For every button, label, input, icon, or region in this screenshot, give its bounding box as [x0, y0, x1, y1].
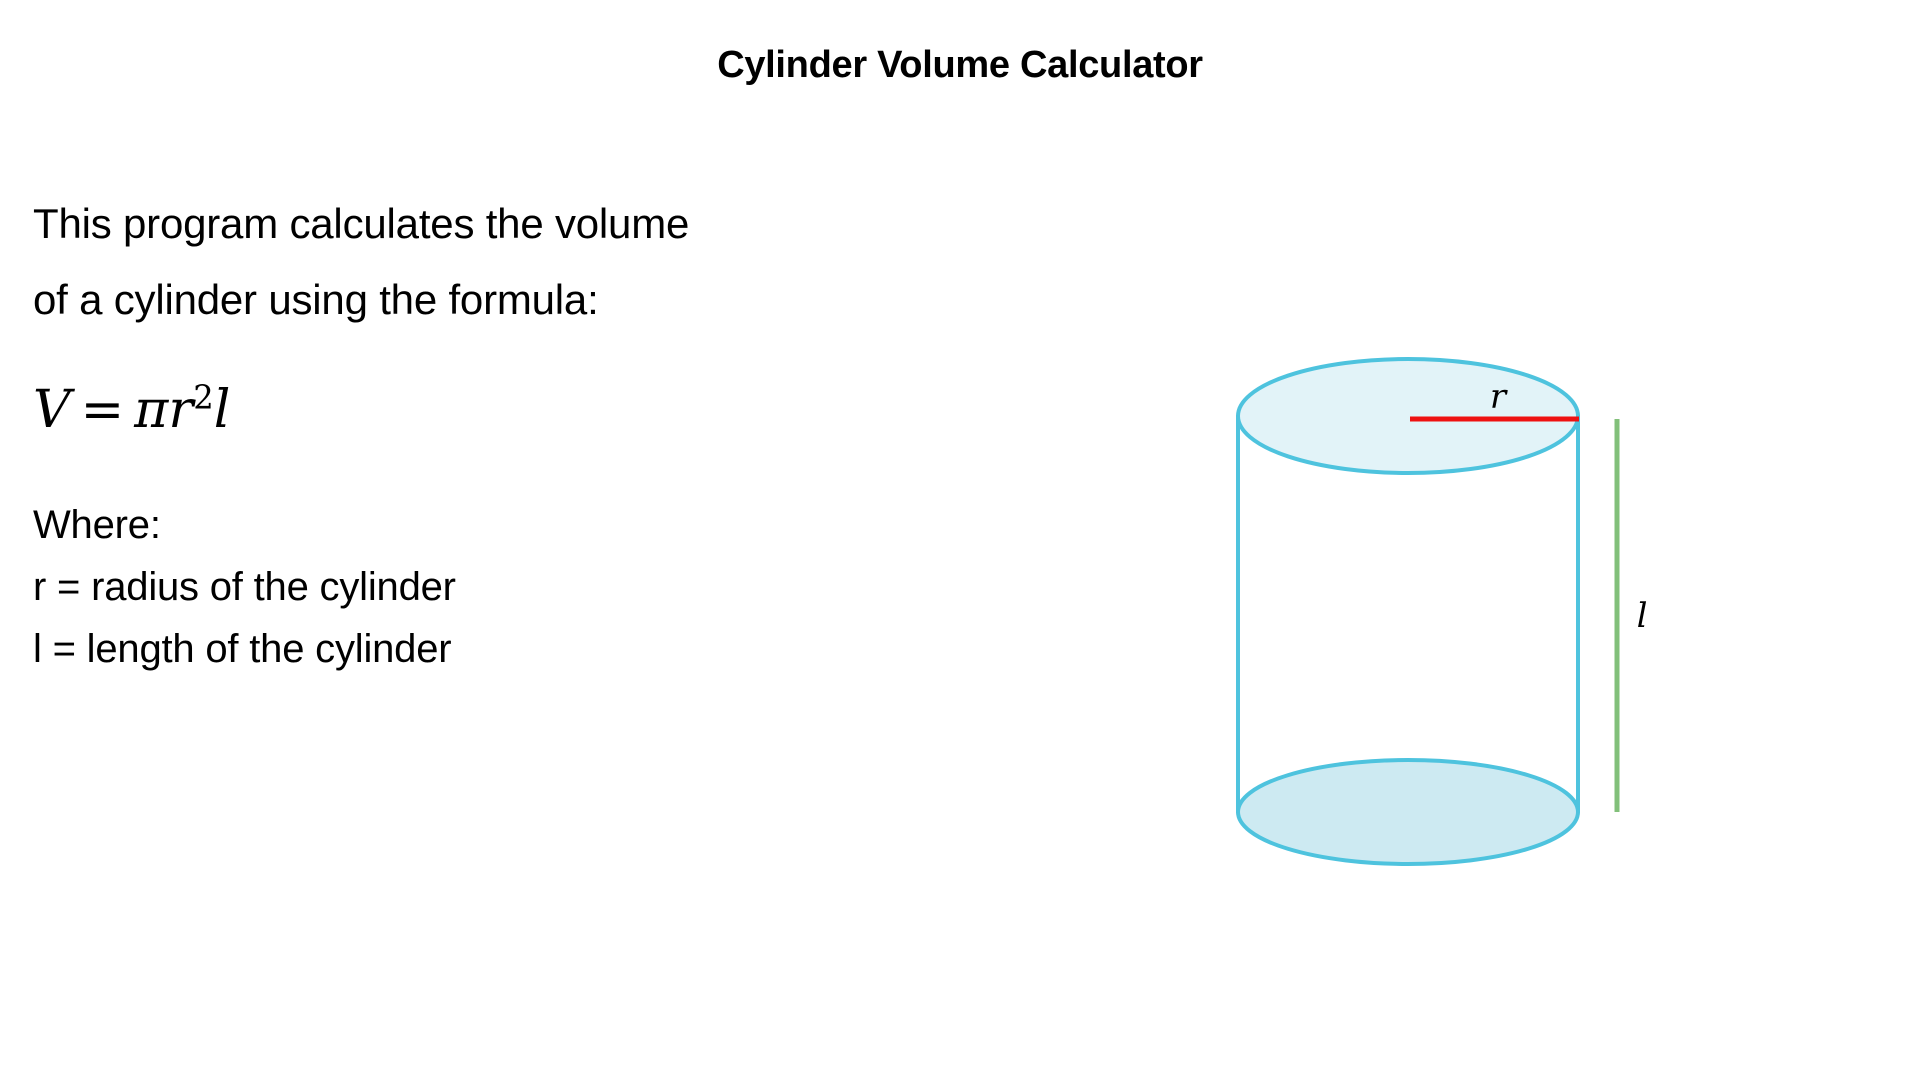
formula-block: V=πr2l — [33, 380, 230, 452]
formula-equals-sign: = — [80, 380, 125, 440]
formula-variable-v: V — [33, 380, 71, 440]
cylinder-diagram: r l — [1180, 330, 1740, 900]
length-label: l — [1637, 596, 1648, 636]
description-block: This program calculates the volume of a … — [33, 186, 863, 338]
where-block: Where: r = radius of the cylinder l = le… — [33, 494, 863, 680]
cylinder-top-ellipse — [1236, 357, 1580, 475]
volume-formula: V=πr2l — [33, 380, 230, 440]
formula-variable-l: l — [213, 380, 231, 440]
definition-length: l = length of the cylinder — [33, 627, 452, 671]
radius-label: r — [1490, 377, 1508, 417]
formula-pi-symbol: π — [134, 380, 169, 440]
where-heading: Where: — [33, 503, 161, 547]
cylinder-body-fill — [1238, 416, 1578, 864]
cylinder-bottom-ellipse — [1236, 758, 1580, 866]
definition-radius: r = radius of the cylinder — [33, 565, 456, 609]
formula-variable-r: r — [168, 380, 194, 440]
formula-exponent-two: 2 — [193, 378, 214, 417]
description-line-1: This program calculates the volume — [33, 200, 690, 247]
description-line-2: of a cylinder using the formula: — [33, 276, 599, 323]
page-title: Cylinder Volume Calculator — [717, 44, 1203, 86]
